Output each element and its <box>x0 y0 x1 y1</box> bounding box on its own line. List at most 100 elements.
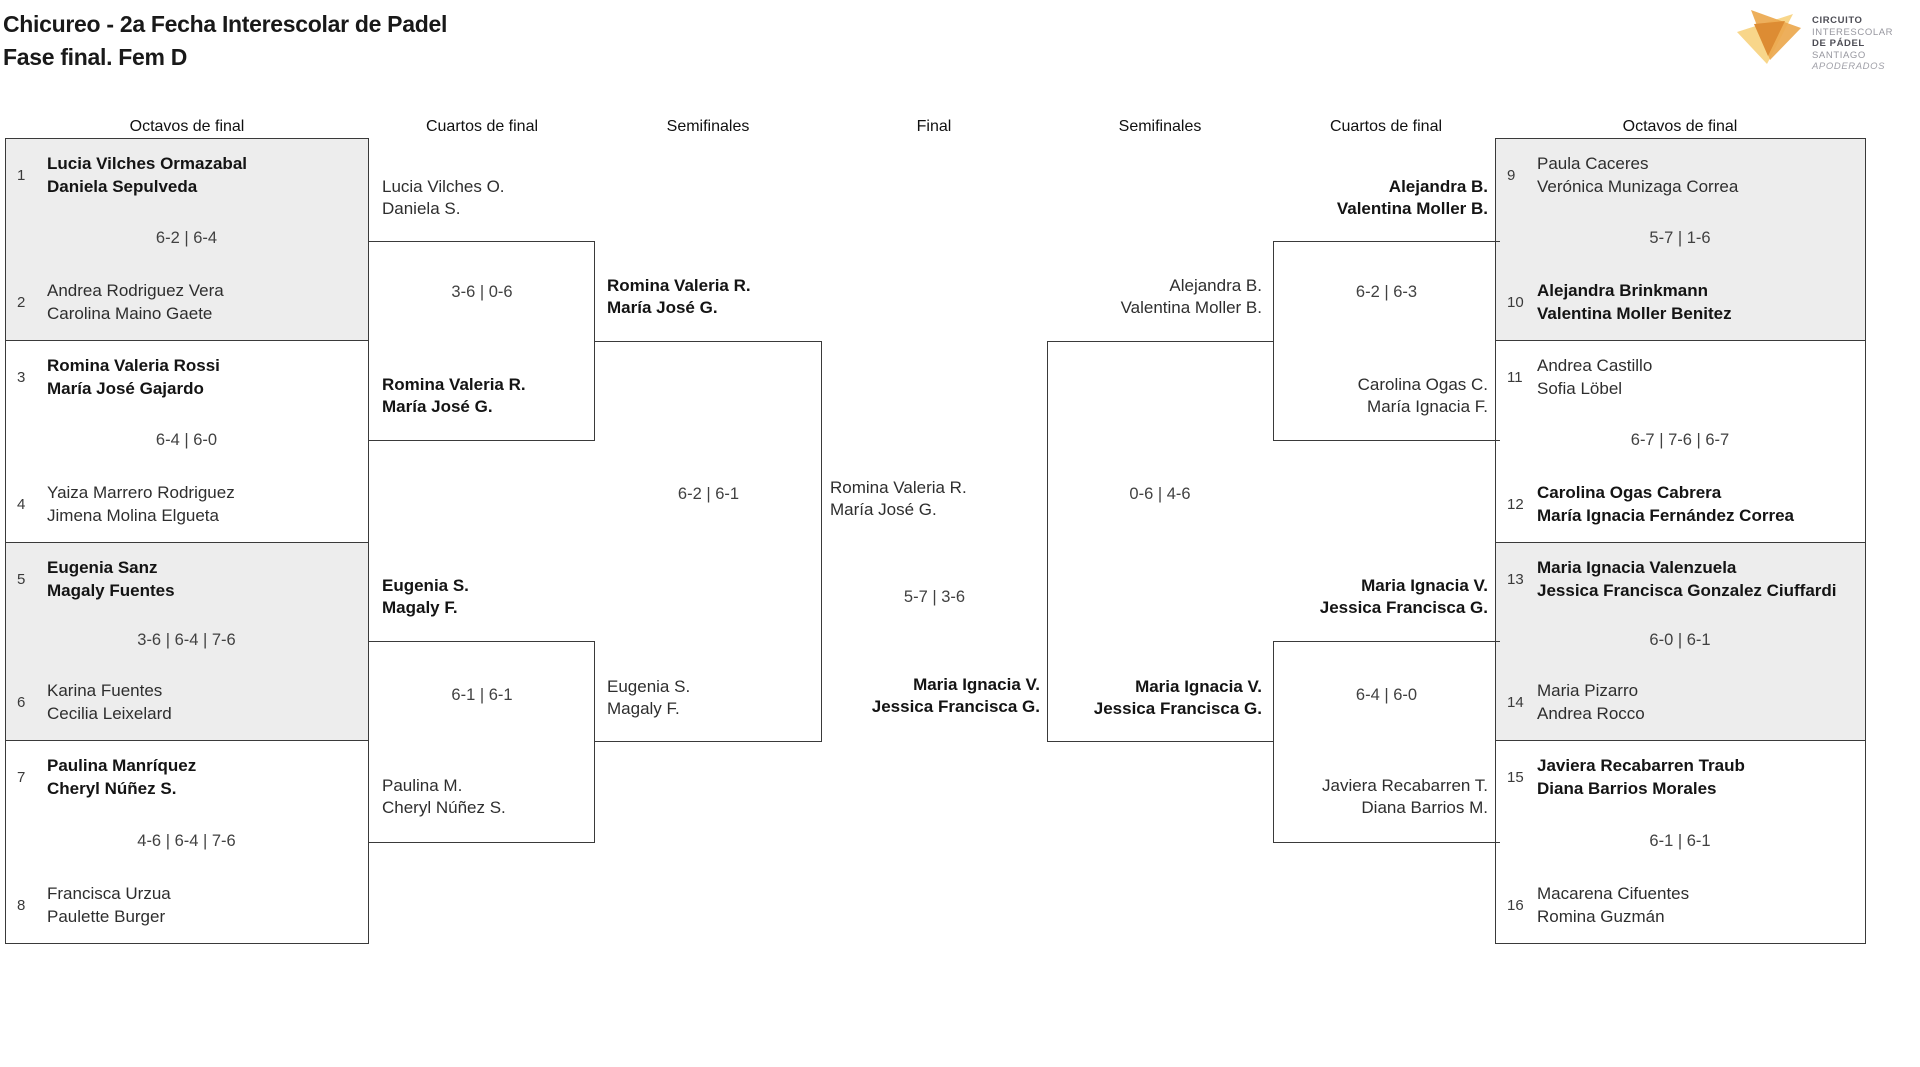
round-header-cuartos-left: Cuartos de final <box>425 118 539 135</box>
match-score: 4-6 | 6-4 | 7-6 <box>137 831 236 850</box>
finalist-team-label: Romina Valeria R. María José G. <box>830 477 967 521</box>
player-name: Lucia Vilches O. <box>382 177 505 196</box>
team-name: Macarena Cifuentes Romina Guzmán <box>1537 882 1689 928</box>
logo-line: CIRCUITO <box>1812 15 1863 26</box>
seed-number: 14 <box>1507 693 1524 711</box>
player-name: Magaly Fuentes <box>47 581 175 600</box>
match-box-of-right-3: 13 Maria Ignacia Valenzuela Jessica Fran… <box>1495 542 1866 741</box>
team-name: Romina Valeria Rossi María José Gajardo <box>47 354 220 400</box>
player-name: Romina Valeria R. <box>830 478 967 497</box>
player-name: María Ignacia Fernández Correa <box>1537 506 1794 525</box>
advancing-team-label: Maria Ignacia V. Jessica Francisca G. <box>1094 676 1262 720</box>
connector-score: 3-6 | 0-6 <box>451 283 513 301</box>
player-name: Carolina Maino Gaete <box>47 304 213 323</box>
team-name: Francisca Urzua Paulette Burger <box>47 882 171 928</box>
player-name: Paulina M. <box>382 776 463 795</box>
player-name: Verónica Munizaga Correa <box>1537 177 1739 196</box>
player-name: Alejandra B. <box>1169 276 1262 295</box>
seed-number: 5 <box>17 570 26 588</box>
team-row: 10 Alejandra Brinkmann Valentina Moller … <box>1503 279 1857 325</box>
advancing-team-label: Lucia Vilches O. Daniela S. <box>382 176 505 220</box>
connector-score: 6-2 | 6-1 <box>677 485 740 503</box>
tournament-title-line1: Chicureo - 2a Fecha Interescolar de Pade… <box>3 11 448 37</box>
player-name: Diana Barrios Morales <box>1537 779 1717 798</box>
player-name: Jessica Francisca G. <box>1319 598 1488 617</box>
player-name: Romina Valeria R. <box>382 375 526 394</box>
team-row: 5 Eugenia Sanz Magaly Fuentes <box>13 556 360 602</box>
bracket-connector-qf-left-1 <box>369 241 595 441</box>
player-name: María José G. <box>607 298 718 317</box>
player-name: Maria Pizarro <box>1537 681 1639 700</box>
bracket-connector-sf-right <box>1047 341 1273 742</box>
match-score: 6-7 | 7-6 | 6-7 <box>1630 431 1730 449</box>
team-row: 16 Macarena Cifuentes Romina Guzmán <box>1503 882 1857 928</box>
player-name: Magaly F. <box>382 598 458 617</box>
match-score: 6-1 | 6-1 <box>1649 831 1711 850</box>
team-name: Yaiza Marrero Rodriguez Jimena Molina El… <box>47 481 235 527</box>
connector-score: 0-6 | 4-6 <box>1129 485 1191 503</box>
match-score: 3-6 | 6-4 | 7-6 <box>137 631 236 649</box>
player-name: Daniela S. <box>382 199 461 218</box>
player-name: Sofia Löbel <box>1537 379 1623 398</box>
player-name: Andrea Castillo <box>1537 356 1653 375</box>
player-name: Jessica Francisca G. <box>871 697 1040 716</box>
player-name: Maria Ignacia V. <box>1135 677 1262 696</box>
player-name: Maria Ignacia V. <box>1361 576 1488 595</box>
advancing-team-label: Alejandra B. Valentina Moller B. <box>1121 275 1262 319</box>
team-name: Paula Caceres Verónica Munizaga Correa <box>1537 152 1738 198</box>
champion-team-label: Maria Ignacia V. Jessica Francisca G. <box>872 674 1040 718</box>
player-name: Daniela Sepulveda <box>47 177 198 196</box>
team-row: 12 Carolina Ogas Cabrera María Ignacia F… <box>1503 481 1857 527</box>
player-name: Andrea Rocco <box>1537 704 1645 723</box>
advancing-team-label: Romina Valeria R. María José G. <box>382 374 526 418</box>
bracket-connector-qf-right-1 <box>1273 241 1500 441</box>
circuit-logo-icon <box>1737 10 1801 64</box>
player-name: Jessica Francisca Gonzalez Ciuffardi <box>1537 581 1837 600</box>
seed-number: 3 <box>17 368 26 386</box>
round-header-octavos-right: Octavos de final <box>1622 118 1738 135</box>
seed-number: 4 <box>17 495 26 513</box>
player-name: Alejandra B. <box>1388 177 1488 196</box>
team-row: 4 Yaiza Marrero Rodriguez Jimena Molina … <box>13 481 360 527</box>
advancing-team-label: Romina Valeria R. María José G. <box>607 275 751 319</box>
player-name: Maria Ignacia V. <box>913 675 1040 694</box>
team-name: Javiera Recabarren Traub Diana Barrios M… <box>1537 754 1745 800</box>
team-row: 7 Paulina Manríquez Cheryl Núñez S. <box>13 754 360 800</box>
player-name: Javiera Recabarren Traub <box>1537 756 1745 775</box>
player-name: Romina Guzmán <box>1537 907 1665 926</box>
team-name: Eugenia Sanz Magaly Fuentes <box>47 556 175 602</box>
team-name: Lucia Vilches Ormazabal Daniela Sepulved… <box>47 152 247 198</box>
match-box-of-left-4: 7 Paulina Manríquez Cheryl Núñez S. 4-6 … <box>5 740 369 944</box>
player-name: Cecilia Leixelard <box>47 704 172 723</box>
player-name: Carolina Ogas C. <box>1357 375 1488 394</box>
match-box-of-right-1: 9 Paula Caceres Verónica Munizaga Correa… <box>1495 138 1866 341</box>
match-score: 5-7 | 1-6 <box>1649 229 1711 247</box>
round-header-final: Final <box>916 118 952 135</box>
player-name: Jessica Francisca G. <box>1093 699 1262 718</box>
player-name: Macarena Cifuentes <box>1537 884 1690 903</box>
round-header-semis-right: Semifinales <box>1118 118 1202 135</box>
player-name: Karina Fuentes <box>47 681 163 700</box>
advancing-team-label: Eugenia S. Magaly F. <box>382 575 469 619</box>
seed-number: 13 <box>1507 570 1524 588</box>
bracket-connector-sf-left <box>595 341 822 742</box>
player-name: Valentina Moller B. <box>1336 199 1488 218</box>
advancing-team-label: Javiera Recabarren T. Diana Barrios M. <box>1322 775 1488 819</box>
seed-number: 10 <box>1507 293 1524 311</box>
connector-score: 6-2 | 6-3 <box>1355 283 1418 301</box>
team-row: 15 Javiera Recabarren Traub Diana Barrio… <box>1503 754 1857 800</box>
seed-number: 2 <box>17 293 26 311</box>
seed-number: 6 <box>17 693 26 711</box>
logo-line: SANTIAGO <box>1812 49 1866 61</box>
player-name: Paulette Burger <box>47 907 166 926</box>
bracket-connector-qf-right-2 <box>1273 641 1500 843</box>
player-name: Cheryl Núñez S. <box>47 779 177 798</box>
seed-number: 7 <box>17 768 26 786</box>
player-name: Eugenia S. <box>382 576 469 595</box>
player-name: Valentina Moller Benitez <box>1537 304 1732 323</box>
seed-number: 15 <box>1507 768 1524 786</box>
match-score: 6-2 | 6-4 <box>155 229 218 247</box>
match-score: 6-0 | 6-1 <box>1649 631 1711 649</box>
match-box-of-right-4: 15 Javiera Recabarren Traub Diana Barrio… <box>1495 740 1866 944</box>
seed-number: 16 <box>1507 896 1524 914</box>
